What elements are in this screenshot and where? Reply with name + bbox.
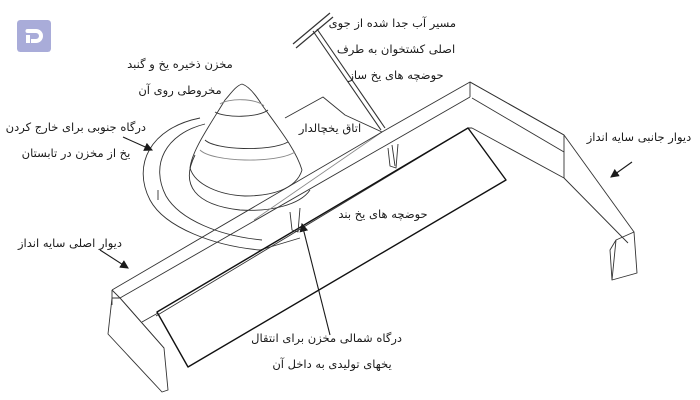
label-cold-room: اتاق یخچالدار bbox=[290, 115, 370, 141]
side-shading-wall bbox=[469, 81, 638, 281]
label-side-wall: دیوار جانبی سایه انداز bbox=[584, 124, 694, 150]
label-line: حوضچه های یخ بند bbox=[338, 207, 428, 221]
label-storage-dome: مخزن ذخیره یخ و گنبد مخروطی روی آن bbox=[120, 51, 240, 103]
label-line: یخ از مخزن در تابستان bbox=[21, 146, 131, 160]
label-line: مخزن ذخیره یخ و گنبد bbox=[127, 57, 233, 71]
label-line: درگاه جنوبی برای خارج کردن bbox=[5, 120, 146, 134]
gate-markers bbox=[289, 143, 399, 233]
label-line: دیوار جانبی سایه انداز bbox=[586, 130, 692, 144]
label-line: اتاق یخچالدار bbox=[298, 121, 362, 135]
label-water-channel: مسیر آب جدا شده از جوی اصلی کشتخوان به ط… bbox=[328, 10, 456, 88]
label-line: درگاه شمالی مخزن برای انتقال bbox=[251, 331, 402, 345]
pointer-arrows bbox=[99, 136, 633, 336]
label-line: حوضچه های یخ ساز bbox=[348, 68, 444, 82]
label-line: یخهای تولیدی به داخل آن bbox=[272, 357, 392, 371]
label-line: مسیر آب جدا شده از جوی bbox=[328, 16, 456, 30]
label-ice-ponds: حوضچه های یخ بند bbox=[333, 201, 433, 227]
label-line: اصلی کشتخوان به طرف bbox=[336, 42, 456, 56]
label-line: دیوار اصلی سایه انداز bbox=[17, 236, 123, 250]
water-channel-pipe bbox=[292, 12, 386, 131]
label-south-gate: درگاه جنوبی برای خارج کردن یخ از مخزن در… bbox=[6, 114, 146, 166]
label-line: مخروطی روی آن bbox=[138, 83, 222, 97]
label-north-gate: درگاه شمالی مخزن برای انتقال یخهای تولید… bbox=[251, 325, 402, 377]
storage-dome bbox=[142, 83, 311, 251]
ice-ponds bbox=[156, 127, 507, 368]
label-main-wall: دیوار اصلی سایه انداز bbox=[14, 230, 126, 256]
brand-logo-icon bbox=[17, 20, 51, 52]
cold-room bbox=[253, 96, 383, 221]
